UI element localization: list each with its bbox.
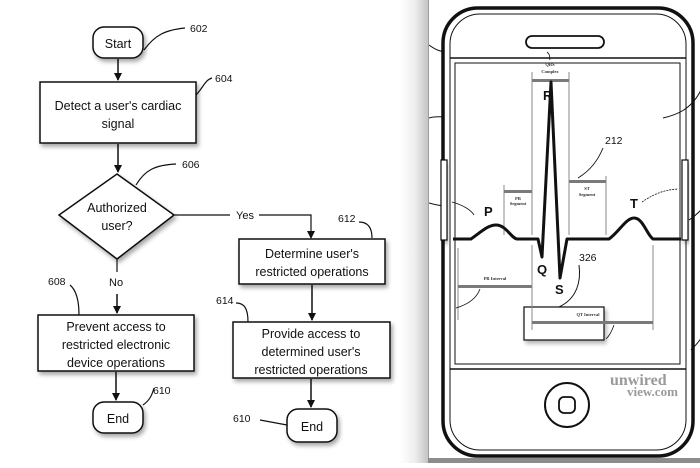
detect-label-line2: signal — [102, 117, 135, 131]
t-leader — [641, 188, 679, 203]
st-segment-label-line2: Segment — [579, 192, 596, 197]
ref-leader-604 — [195, 77, 213, 96]
ref-608: 608 — [48, 276, 66, 288]
ref-604: 604 — [215, 73, 233, 85]
ref-602: 602 — [190, 23, 208, 35]
st-segment-bar — [569, 180, 606, 183]
wave-q-label: Q — [537, 262, 547, 277]
panel-divider-shadow — [400, 0, 430, 463]
ref-leader-right-2 — [688, 210, 700, 221]
qt-interval-label: QT Interval — [576, 312, 600, 317]
decision-label-line1: Authorized — [87, 201, 147, 215]
phone-illustration-panel: QRS Complex PR Segment ST Segment 212 P … — [428, 0, 700, 463]
ref-leader-602 — [143, 27, 186, 51]
qt-leader — [605, 324, 615, 340]
end-left-node: End — [92, 401, 144, 434]
wave-t-label: T — [630, 196, 638, 211]
home-square-icon — [558, 396, 576, 414]
determine-node: Determine user's restricted operations — [238, 238, 386, 285]
start-node: Start — [92, 26, 144, 59]
end-right-node: End — [286, 408, 338, 443]
qrs-label-line2: Complex — [541, 69, 559, 74]
provide-node: Provide access to determined user's rest… — [232, 321, 391, 379]
qt-interval-bar — [532, 321, 653, 324]
ref-leader-608 — [69, 284, 80, 316]
ref-leader-right-3 — [690, 338, 700, 351]
prevent-label-line1: Prevent access to — [66, 320, 165, 334]
pr-interval-bar — [458, 285, 532, 288]
ref-326: 326 — [579, 252, 597, 264]
ref-212: 212 — [605, 135, 623, 147]
pr-segment-bar — [504, 190, 532, 193]
ref-leader-610-left — [142, 387, 155, 406]
decision-label-line2: user? — [101, 219, 132, 233]
st-segment-label-line1: ST — [584, 186, 590, 191]
qrs-bar — [532, 79, 569, 82]
display-area — [454, 62, 681, 365]
qrs-label-line1: QRS — [545, 62, 555, 67]
ref-leader-612 — [358, 221, 373, 239]
ref-610-left: 610 — [153, 385, 171, 397]
ref-612: 612 — [338, 213, 356, 225]
ref-leader-606 — [135, 163, 177, 186]
ref-leader-610-right — [259, 419, 288, 426]
pr-interval-label: PR Interval — [484, 276, 507, 281]
edge-yes-segment2 — [259, 214, 315, 239]
pr-segment-label-line2: Segment — [510, 201, 527, 206]
ref-610-right: 610 — [233, 413, 251, 425]
qrs-leader — [546, 51, 551, 61]
home-button[interactable] — [544, 382, 590, 428]
ref-leader-212 — [577, 147, 604, 179]
ref-leader-right-1 — [662, 90, 700, 119]
phone-illustration: QRS Complex PR Segment ST Segment 212 P … — [428, 6, 700, 458]
wave-p-label: P — [484, 204, 493, 219]
prevent-label-line2: restricted electronic — [62, 338, 170, 352]
detect-label-line1: Detect a user's cardiac — [55, 99, 182, 113]
end-left-label: End — [107, 412, 129, 426]
panel-bottom-edge — [428, 458, 700, 463]
watermark-line2: view.com — [627, 384, 678, 399]
flowchart-panel: Start 602 Detect a user's cardiac signal… — [37, 23, 391, 443]
start-label: Start — [105, 37, 132, 51]
p-leader — [451, 201, 475, 216]
provide-label-line1: Provide access to — [262, 327, 361, 341]
no-label: No — [109, 277, 123, 289]
prevent-label-line3: device operations — [67, 356, 165, 370]
ecg-waveform — [453, 80, 681, 280]
determine-label-line2: restricted operations — [255, 265, 368, 279]
decision-node: Authorized user? — [57, 173, 176, 260]
determine-label-line1: Determine user's — [265, 247, 359, 261]
ref-606: 606 — [182, 159, 200, 171]
ref-leader-614 — [235, 302, 249, 323]
watermark-line1: unwired — [610, 372, 667, 389]
pr-interval-leader — [455, 288, 481, 309]
end-right-label: End — [301, 420, 323, 434]
yes-label: Yes — [236, 210, 254, 222]
pr-segment-label-line1: PR — [515, 196, 522, 201]
prevent-node: Prevent access to restricted electronic … — [37, 314, 195, 372]
wave-r-label: R — [543, 88, 553, 103]
ref-614: 614 — [216, 295, 234, 307]
speaker-slot — [525, 35, 605, 49]
provide-label-line3: restricted operations — [254, 363, 367, 377]
ref-leader-326 — [558, 264, 580, 308]
flowchart: Start 602 Detect a user's cardiac signal… — [37, 23, 391, 443]
wave-s-label: S — [555, 282, 564, 297]
side-button-right — [681, 159, 689, 241]
detect-node: Detect a user's cardiac signal — [39, 81, 197, 144]
provide-label-line2: determined user's — [262, 345, 361, 359]
side-button-left — [440, 159, 448, 241]
